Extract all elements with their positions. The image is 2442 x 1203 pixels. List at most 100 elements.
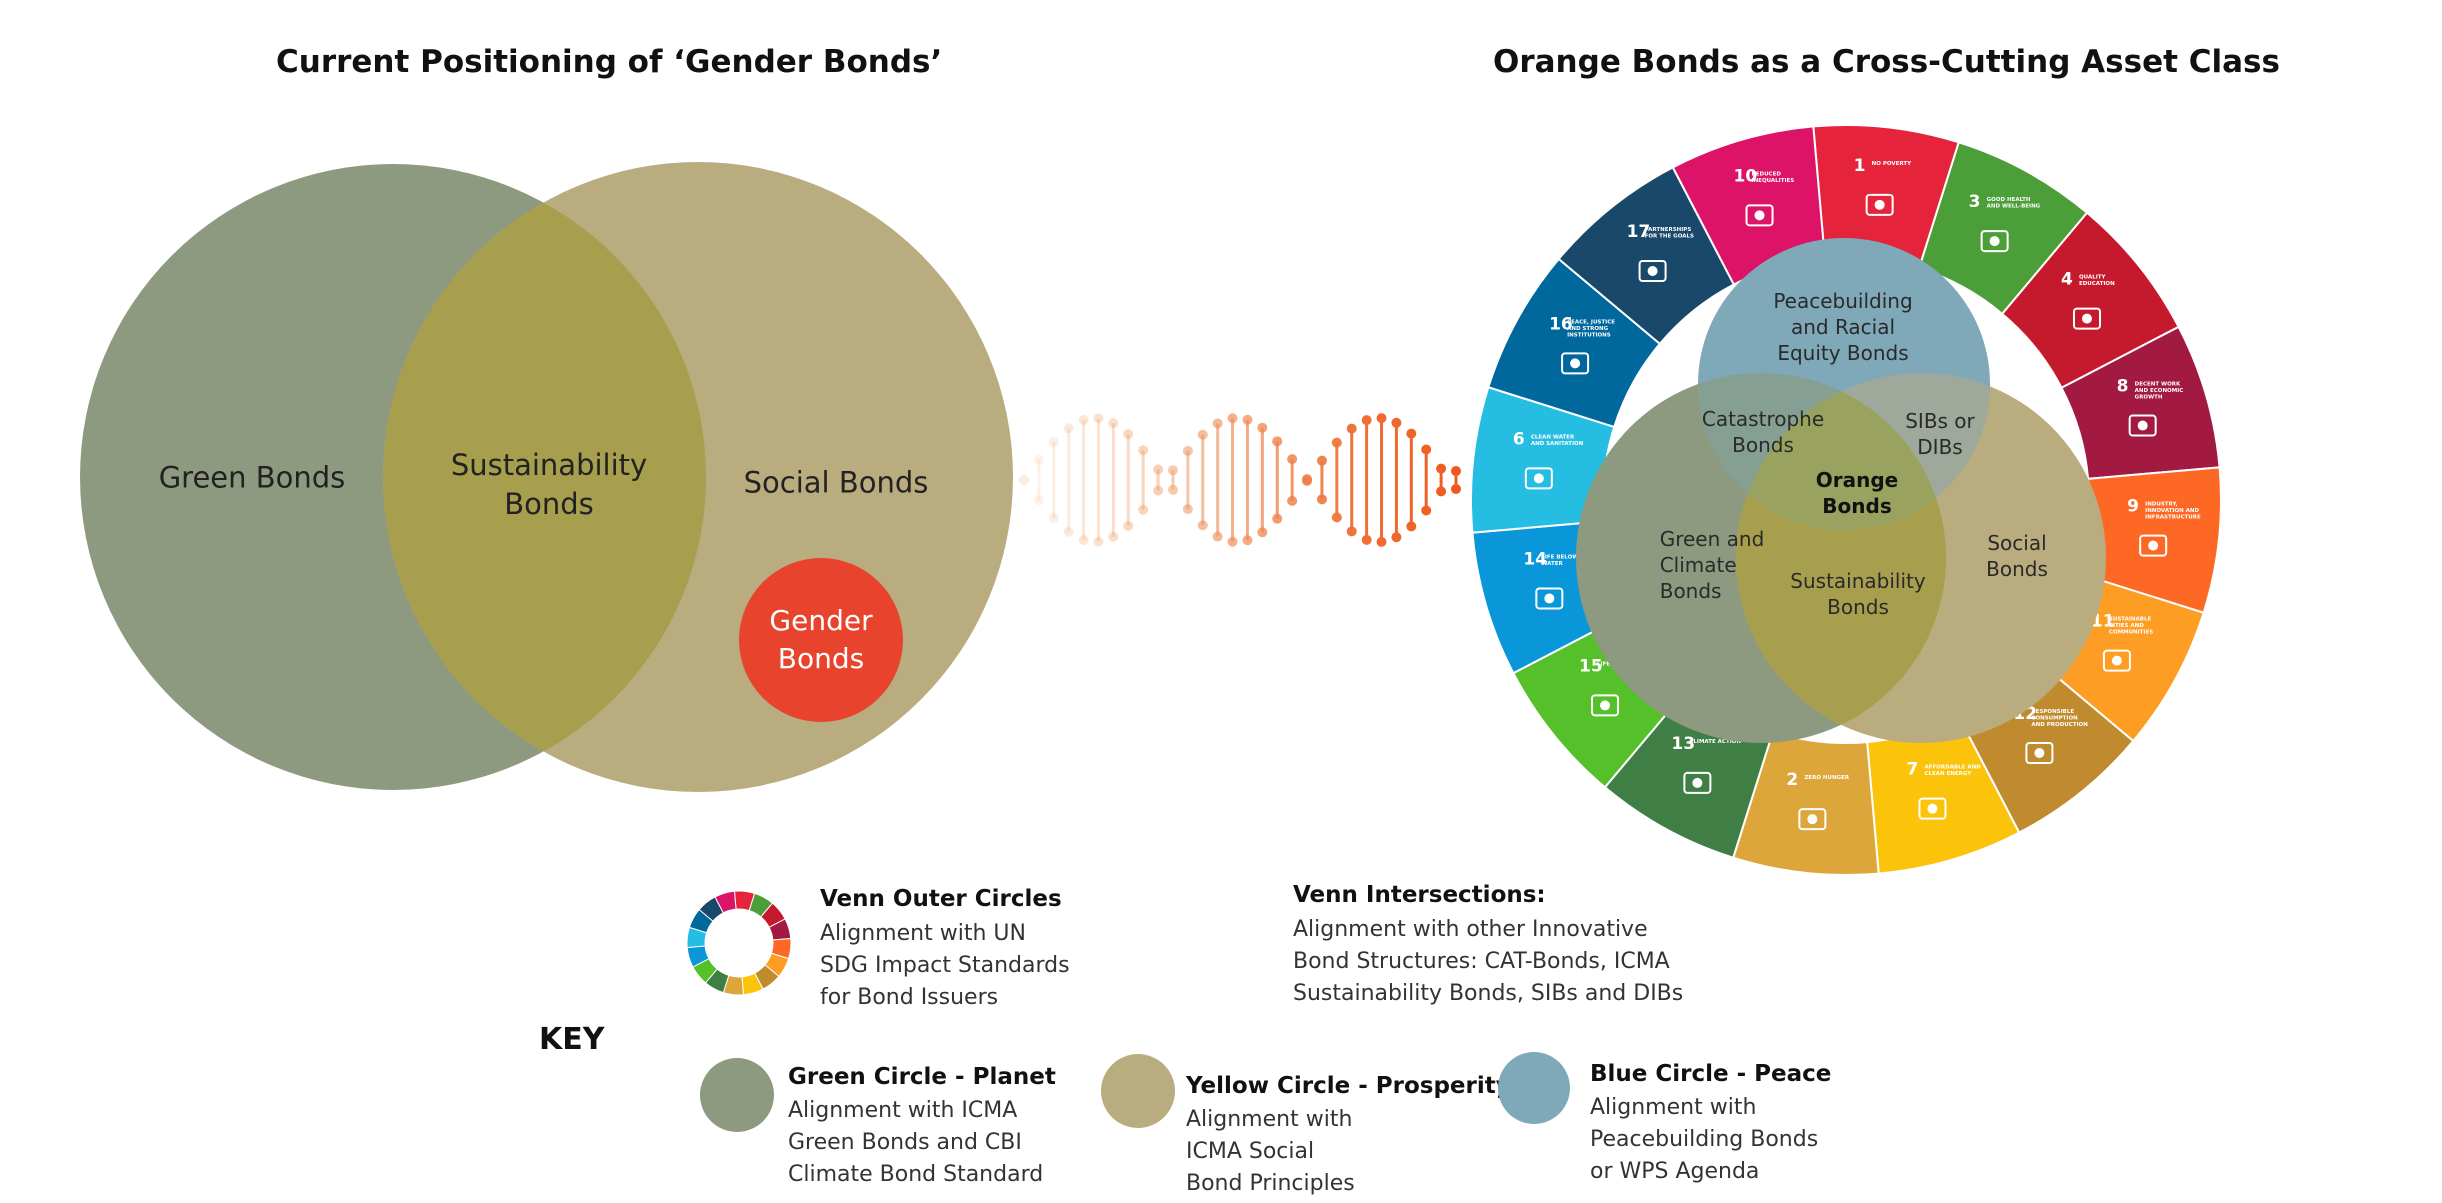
sustainability-bonds-label: Sustainability Bonds	[450, 447, 648, 521]
helix-rung	[1093, 413, 1104, 547]
sdg-title-1: NO POVERTY	[1872, 161, 1913, 167]
helix-rung	[1257, 422, 1268, 538]
helix-rung	[1272, 436, 1283, 524]
helix-rung	[1048, 436, 1059, 524]
gender-bonds-label: Gender Bonds	[769, 604, 873, 675]
sustainability-inner-label: Sustainability Bonds	[1790, 569, 1926, 619]
dove-icon	[1561, 352, 1590, 375]
orange-bonds-label: Orange Bonds	[1815, 468, 1899, 518]
social-inner-label: Social Bonds	[1986, 531, 2048, 581]
yellow-key-title: Yellow Circle - Prosperity	[1186, 1073, 1511, 1099]
sdg-segment-1: 1 NO POVERTY	[1812, 124, 1961, 270]
helix-rung	[1167, 465, 1178, 495]
helix-rung	[1302, 474, 1313, 486]
green-key-circle	[700, 1058, 774, 1132]
eye-globe-icon	[1683, 771, 1712, 794]
helix-rung	[1108, 418, 1119, 542]
helix-rung	[1361, 415, 1372, 545]
helix-rung	[1227, 413, 1238, 547]
growth-chart-icon	[2128, 414, 2157, 437]
outer-circles-text: Alignment with UN SDG Impact Standards f…	[820, 921, 1070, 1010]
sdg-number-14: 14	[1523, 549, 1547, 569]
city-icon	[2102, 649, 2131, 672]
sdg-mini-ring-icon	[686, 890, 792, 996]
yellow-key-text: Alignment with ICMA Social Bond Principl…	[1186, 1107, 1355, 1196]
helix-rung	[1019, 475, 1029, 485]
sdg-title-2: ZERO HUNGER	[1804, 775, 1850, 781]
helix-rung	[1346, 423, 1357, 537]
heartbeat-icon	[1980, 230, 2009, 253]
bowl-icon	[1798, 808, 1827, 831]
blue-key-text: Alignment with Peacebuilding Bonds or WP…	[1590, 1095, 1819, 1184]
green-climate-label: Green and Climate Bonds	[1659, 527, 1765, 603]
helix-rung	[1331, 437, 1342, 523]
key-label: KEY	[539, 1022, 605, 1057]
helix-rung	[1182, 445, 1193, 515]
helix-rung	[1242, 414, 1253, 546]
water-drop-icon	[1524, 467, 1553, 490]
sustainability-intersection	[383, 164, 706, 790]
helix-rung	[1138, 445, 1149, 515]
intersections-text: Alignment with other Innovative Bond Str…	[1293, 917, 1684, 1006]
helix-rung	[1376, 413, 1387, 547]
green-key-text: Alignment with ICMA Green Bonds and CBI …	[788, 1098, 1044, 1187]
helix-rung	[1436, 463, 1447, 497]
equality-arrows-icon	[1745, 204, 1774, 227]
sdg-number-13: 13	[1671, 734, 1695, 754]
sdg-number-9: 9	[2127, 497, 2139, 517]
orange-bonds-core	[1736, 373, 1946, 530]
helix-rung	[1316, 455, 1327, 505]
sdg-number-15: 15	[1579, 656, 1603, 676]
helix-rung	[1391, 417, 1402, 543]
sibs-label: SIBs or DIBs	[1905, 409, 1975, 459]
mini-sdg-segment-10	[714, 890, 737, 914]
helix-rung	[1421, 444, 1432, 516]
fish-icon	[1535, 587, 1564, 610]
helix-rung	[1078, 414, 1089, 546]
cubes-icon	[2139, 534, 2168, 557]
helix-rung	[1212, 418, 1223, 542]
helix-rung	[1197, 429, 1208, 531]
sdg-number-17: 17	[1627, 222, 1651, 242]
gender-bonds-circle	[739, 558, 903, 722]
left-venn-diagram	[80, 162, 1013, 792]
green-key-title: Green Circle - Planet	[788, 1064, 1056, 1090]
helix-rung	[1451, 466, 1461, 494]
yellow-key-circle	[1101, 1054, 1175, 1128]
sdg-number-4: 4	[2061, 270, 2073, 290]
dna-helix-connector	[1019, 413, 1461, 547]
sdg-number-10: 10	[1734, 166, 1758, 186]
helix-rung	[1033, 454, 1044, 506]
sdg-number-16: 16	[1549, 314, 1573, 334]
outer-circles-title: Venn Outer Circles	[820, 886, 1062, 912]
tree-icon	[1591, 694, 1620, 717]
green-bonds-label: Green Bonds	[158, 460, 346, 495]
sdg-number-11: 11	[2091, 612, 2115, 632]
sdg-number-6: 6	[1513, 429, 1525, 449]
sdg-number-1: 1	[1854, 156, 1866, 176]
sdg-number-8: 8	[2117, 377, 2129, 397]
helix-rung	[1153, 464, 1164, 496]
helix-rung	[1123, 429, 1134, 531]
sdg-title-13: CLIMATE ACTION	[1689, 739, 1741, 745]
intersections-title: Venn Intersections:	[1293, 882, 1546, 908]
helix-rung	[1287, 454, 1298, 506]
blue-key-circle	[1498, 1052, 1570, 1124]
book-icon	[2072, 307, 2101, 330]
rings-icon	[1638, 260, 1667, 283]
sdg-number-7: 7	[1906, 760, 1918, 780]
